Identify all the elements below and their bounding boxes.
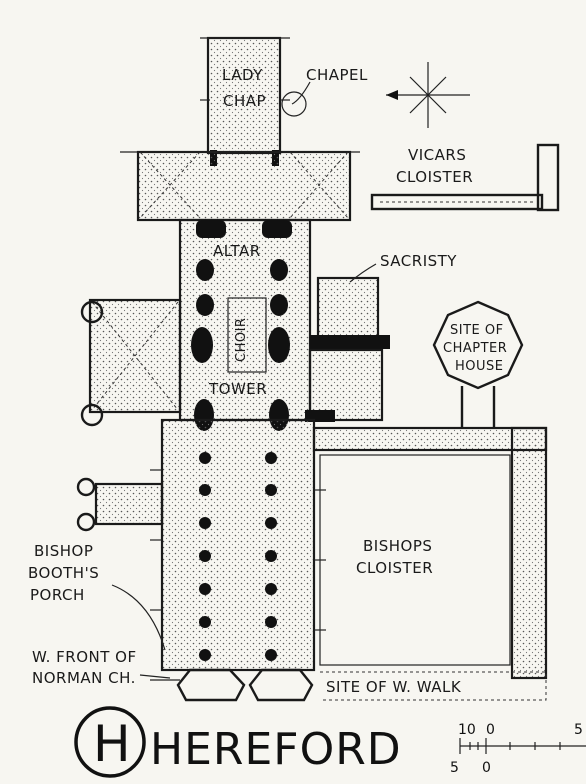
label-altar: ALTAR	[213, 242, 261, 260]
label-bishops: BISHOPS	[363, 537, 432, 555]
monogram-circle	[74, 706, 146, 778]
label-booths: BOOTH'S	[28, 564, 99, 582]
label-site-of: SITE OF	[450, 323, 504, 338]
scale-label-10: 10	[458, 722, 476, 738]
sacristy	[310, 276, 390, 349]
bishops-cloister	[312, 426, 548, 701]
label-bishops-cloister: CLOISTER	[356, 559, 433, 577]
title-name: HEREFORD	[150, 724, 402, 775]
west-front	[150, 668, 314, 702]
eastern-transept	[120, 150, 360, 222]
label-norman-ch: NORMAN CH.	[32, 669, 136, 687]
scale-label-0-bottom: 0	[482, 760, 491, 776]
nave	[150, 418, 326, 672]
main-transept	[80, 298, 384, 427]
label-vicars: VICARS	[408, 146, 466, 164]
label-choir: CHOIR	[234, 318, 249, 362]
lady-chapel	[200, 36, 290, 166]
label-vicars-cloister: CLOISTER	[396, 168, 473, 186]
vicars-cloister-walk	[370, 143, 560, 212]
choir	[178, 218, 312, 422]
label-lady: LADY	[222, 66, 263, 84]
scale-label-5-top: 5	[574, 722, 583, 738]
label-site-of-w-walk: SITE OF W. WALK	[326, 678, 462, 696]
scale-label-5-bottom: 5	[450, 760, 459, 776]
label-tower: TOWER	[208, 380, 267, 398]
title-monogram: H	[93, 715, 131, 773]
label-chapter: CHAPTER	[443, 341, 507, 356]
chapter-house	[432, 300, 524, 428]
label-w-front: W. FRONT OF	[32, 648, 137, 666]
label-bishop: BISHOP	[34, 542, 93, 560]
scale-bar: 10 0 5 5 0	[450, 722, 586, 776]
side-chapel	[281, 91, 307, 117]
label-porch: PORCH	[30, 586, 85, 604]
compass-rose-icon	[386, 62, 470, 128]
scale-label-0-top: 0	[486, 722, 495, 738]
label-chapel: CHAPEL	[306, 66, 368, 84]
title-block: H HEREFORD	[74, 706, 402, 778]
label-sacristy: SACRISTY	[380, 252, 457, 270]
bishop-booths-porch	[76, 477, 164, 532]
label-house: HOUSE	[455, 359, 504, 374]
label-chap: CHAP	[223, 92, 266, 110]
